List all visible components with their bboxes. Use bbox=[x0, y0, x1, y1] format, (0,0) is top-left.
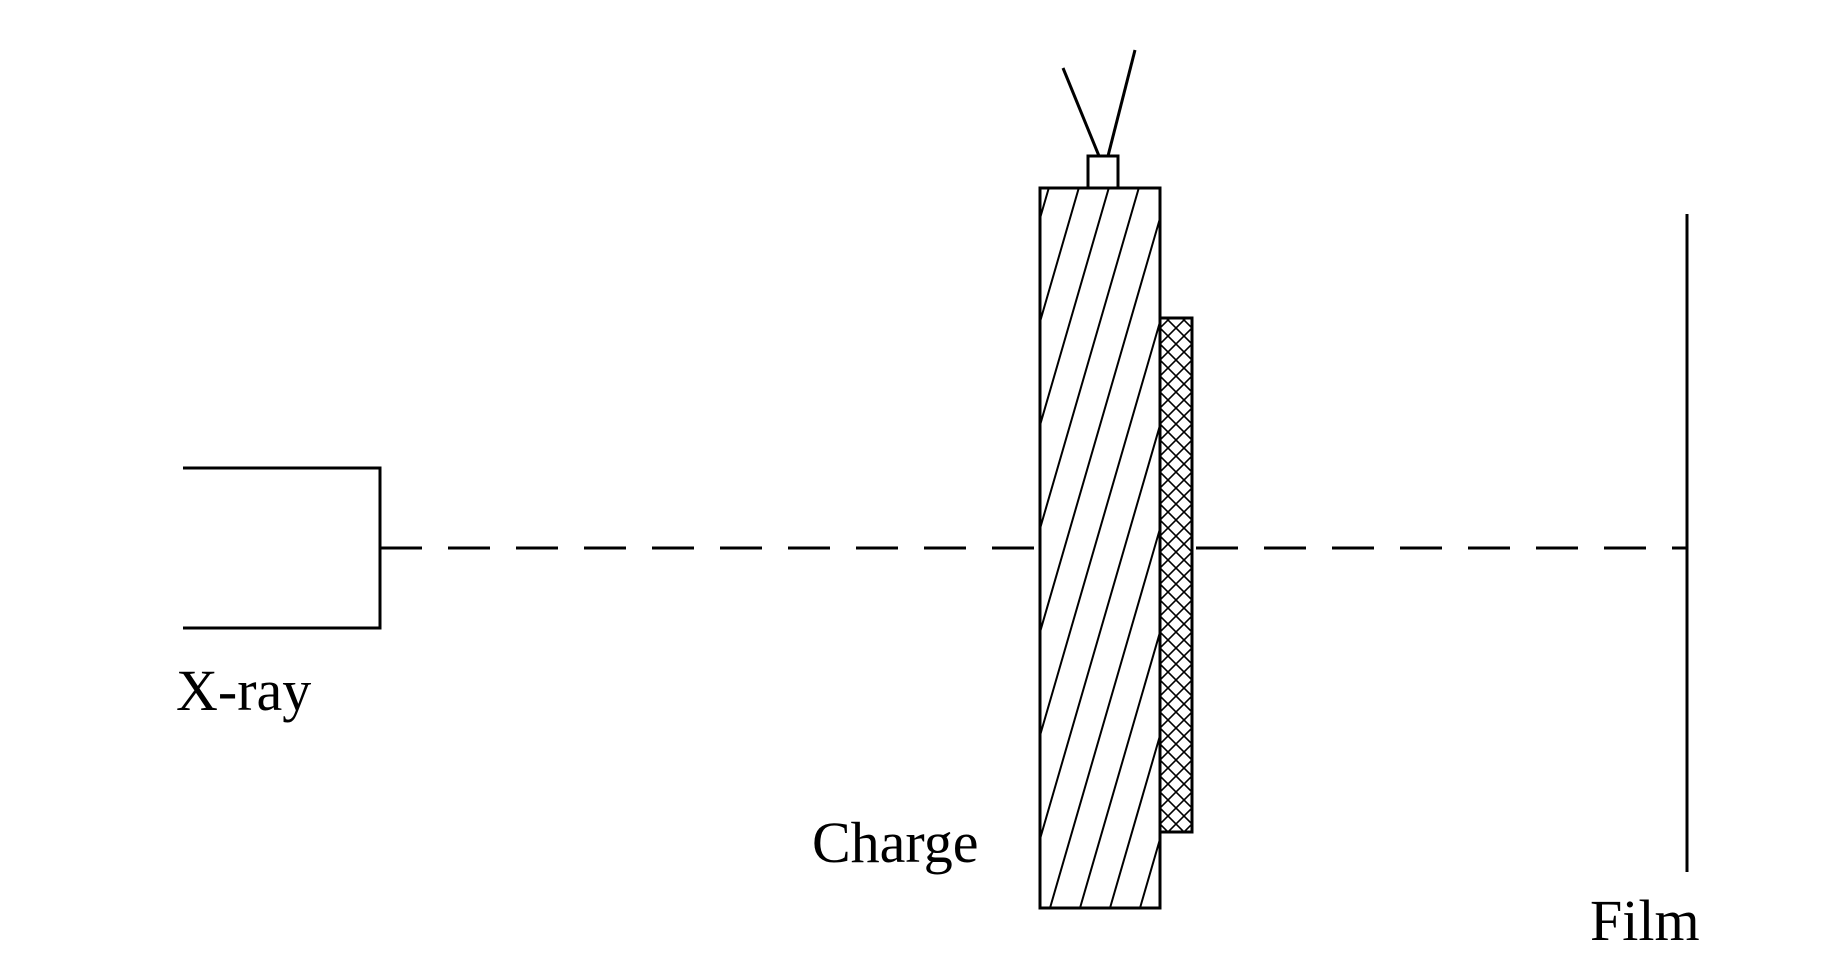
target-layer bbox=[1158, 316, 1194, 834]
charge-block bbox=[1038, 186, 1162, 910]
detonator-cap bbox=[1086, 154, 1120, 190]
film-label: Film bbox=[1590, 888, 1700, 953]
detonator-wire-right bbox=[1106, 49, 1137, 157]
charge-label: Charge bbox=[812, 810, 978, 875]
xray-label: X-ray bbox=[176, 658, 311, 723]
xray-source bbox=[183, 466, 382, 630]
detonator-wire-left bbox=[1061, 67, 1101, 157]
